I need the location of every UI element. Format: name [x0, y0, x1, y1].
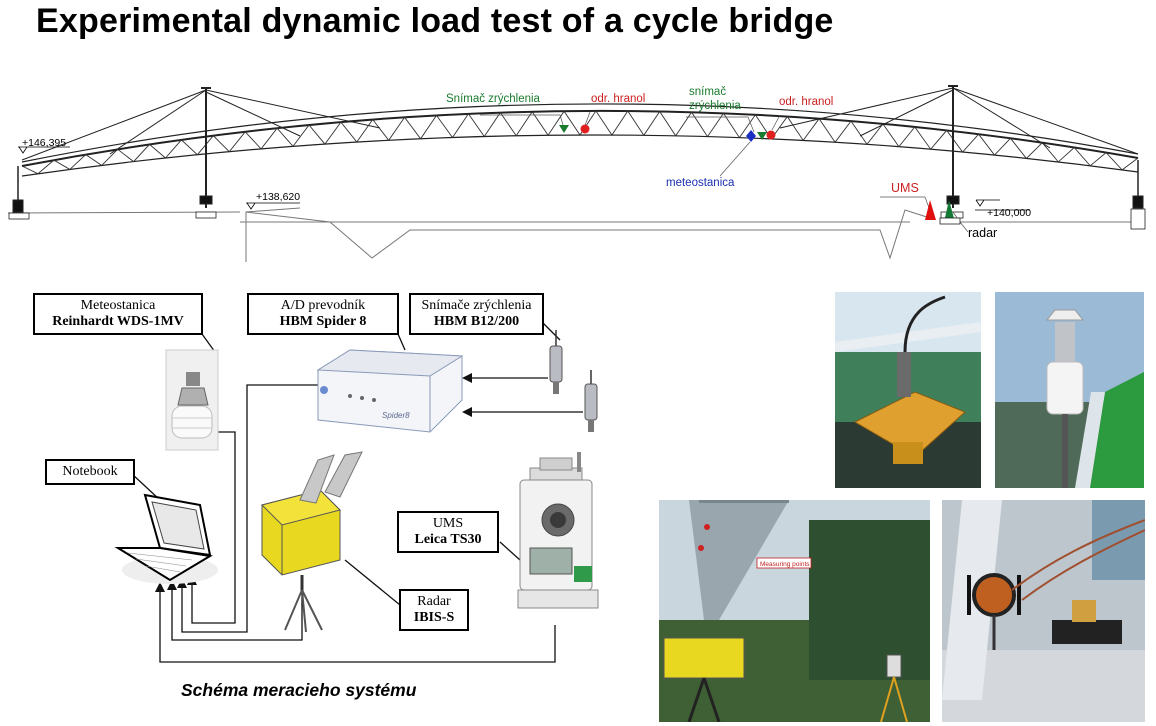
weather-station-marker [746, 130, 756, 142]
box-radar: Radar IBIS-S [399, 589, 469, 631]
box-accel-sensors-line1: Snímače zrýchlenia [421, 298, 532, 313]
page-title: Experimental dynamic load test of a cycl… [36, 2, 834, 40]
bridge-deck [21, 103, 1139, 177]
label-prism-2: odr. hranol [779, 96, 834, 108]
abutment-left [8, 166, 30, 220]
box-ums-line2: Leica TS30 [414, 532, 482, 547]
box-weather-station-line2: Reinhardt WDS-1MV [52, 314, 184, 329]
accel-sensor-marker-1 [559, 125, 569, 133]
box-ad-converter-line1: A/D prevodník [280, 298, 366, 313]
box-radar-line2: IBIS-S [413, 610, 455, 625]
ums-marker [925, 200, 936, 220]
accelerometer-2 [584, 370, 598, 432]
box-weather-station-line1: Meteostanica [80, 298, 156, 313]
radar-marker [939, 200, 961, 225]
box-ums: UMS Leica TS30 [397, 511, 499, 553]
elevation-marks [18, 146, 1030, 211]
box-ums-line1: UMS [432, 516, 464, 531]
box-notebook: Notebook [45, 459, 135, 485]
photo-radar-on-site: Measuring points [659, 500, 930, 722]
label-accel-sensor-2-line2: zrýchlenia [689, 100, 741, 112]
elevation-mid: +138,620 [256, 191, 301, 203]
spider8-label: Spider8 [382, 411, 410, 420]
label-weather-station: meteostanica [666, 177, 735, 189]
label-accel-sensor-2-line1: snímač [689, 86, 727, 98]
terrain-profile [7, 207, 1145, 262]
box-radar-line1: Radar [417, 594, 451, 609]
radar-device [261, 451, 363, 633]
elevation-right: +140,000 [987, 207, 1032, 219]
notebook-device [114, 493, 218, 584]
pylon-right [779, 85, 1139, 219]
photo-weather-station [995, 292, 1144, 488]
prism-marker-2 [766, 130, 776, 140]
pylon-left [21, 87, 381, 219]
label-prism-1: odr. hranol [591, 93, 646, 105]
photo-prism-and-sensor [942, 500, 1145, 722]
photo-accelerometer-on-deck [835, 292, 981, 488]
box-accel-sensors: Snímače zrýchlenia HBM B12/200 [409, 293, 544, 335]
spider8-device: Spider8 [316, 349, 464, 433]
prism-marker-1 [580, 124, 590, 134]
label-accel-sensor-1: Snímač zrýchlenia [446, 93, 540, 105]
box-weather-station: Meteostanica Reinhardt WDS-1MV [33, 293, 203, 335]
label-leaders [480, 111, 969, 233]
accelerometer-1 [549, 330, 563, 394]
schema-wiring [131, 319, 583, 663]
photo-measuring-points-label: Measuring points [760, 561, 810, 568]
weather-station-device [165, 349, 219, 451]
box-ad-converter-line2: HBM Spider 8 [279, 314, 367, 329]
label-ums: UMS [891, 181, 919, 195]
elevation-left: +146,395 [22, 137, 67, 149]
box-accel-sensors-line2: HBM B12/200 [433, 314, 520, 329]
box-ad-converter: A/D prevodník HBM Spider 8 [247, 293, 399, 335]
box-notebook-line1: Notebook [62, 464, 118, 479]
leica-ts30-device [517, 452, 599, 609]
bridge-truss [21, 110, 1139, 175]
label-radar: radar [968, 226, 998, 240]
accel-sensor-marker-2 [757, 132, 767, 140]
abutment-right [1130, 160, 1146, 230]
schema-caption: Schéma meracieho systému [181, 680, 417, 700]
